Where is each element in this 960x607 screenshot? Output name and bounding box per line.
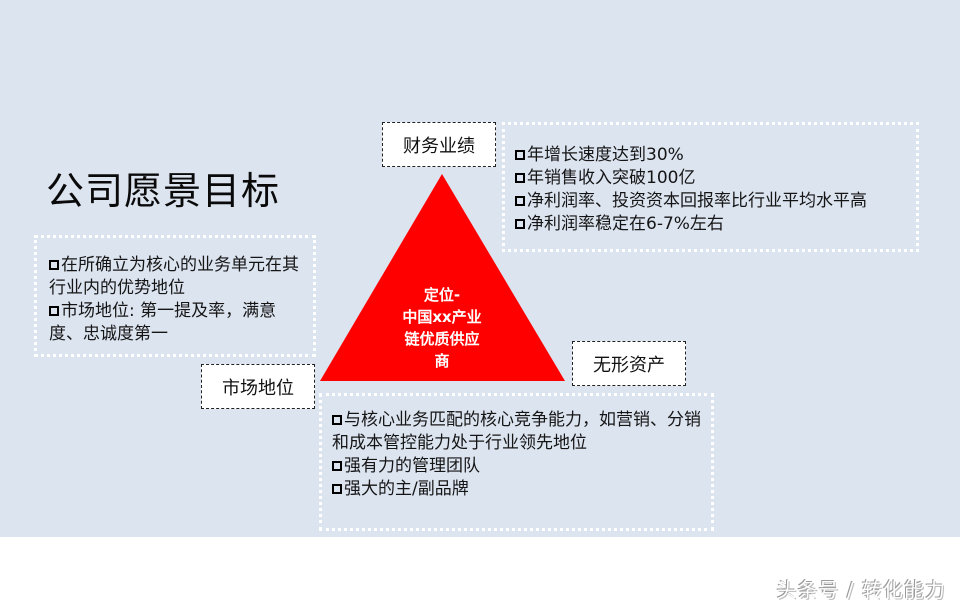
checkbox-bullet-icon	[515, 150, 525, 160]
label-intangible-assets: 无形资产	[572, 341, 686, 386]
watermark: 头条号 / 转化能力	[776, 578, 946, 602]
checkbox-bullet-icon	[515, 173, 525, 183]
label-market-position: 市场地位	[201, 364, 315, 409]
checkbox-bullet-icon	[49, 306, 59, 316]
checkbox-bullet-icon	[332, 461, 342, 471]
financial-item: 年增长速度达到30%	[515, 144, 908, 167]
market-item: 市场地位: 第一提及率，满意度、忠诚度第一	[49, 301, 277, 344]
financial-item: 年销售收入突破100亿	[515, 167, 908, 190]
positioning-triangle	[320, 174, 565, 381]
slide: 公司愿景目标 在所确立为核心的业务单元在其行业内的优势地位 市场地位: 第一提及…	[0, 0, 960, 537]
checkbox-bullet-icon	[515, 196, 525, 206]
checkbox-bullet-icon	[332, 484, 342, 494]
label-financial-performance: 财务业绩	[382, 122, 496, 167]
page-title: 公司愿景目标	[46, 169, 281, 213]
market-position-box: 在所确立为核心的业务单元在其行业内的优势地位 市场地位: 第一提及率，满意度、忠…	[34, 235, 316, 357]
checkbox-bullet-icon	[332, 415, 342, 425]
financial-item: 净利润率、投资资本回报率比行业平均水平高	[515, 190, 908, 213]
intangible-assets-box: 与核心业务匹配的核心竞争能力，如营销、分销和成本管控能力处于行业领先地位 强有力…	[319, 393, 714, 531]
checkbox-bullet-icon	[515, 219, 525, 229]
intangible-item: 强有力的管理团队	[332, 455, 701, 478]
positioning-text: 定位- 中国xx产业 链优质供应 商	[402, 286, 482, 370]
intangible-item: 强大的主/副品牌	[332, 478, 701, 501]
market-item: 在所确立为核心的业务单元在其行业内的优势地位	[49, 255, 299, 298]
checkbox-bullet-icon	[49, 260, 59, 270]
financial-box: 年增长速度达到30% 年销售收入突破100亿 净利润率、投资资本回报率比行业平均…	[502, 122, 919, 252]
financial-item: 净利润率稳定在6-7%左右	[515, 213, 908, 236]
intangible-item: 与核心业务匹配的核心竞争能力，如营销、分销和成本管控能力处于行业领先地位	[332, 410, 701, 453]
